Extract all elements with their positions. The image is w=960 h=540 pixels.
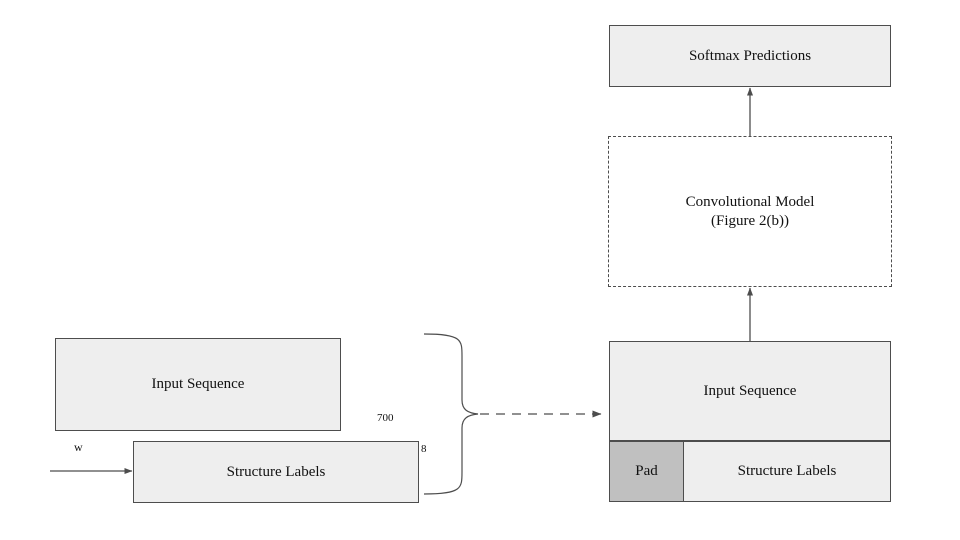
- right-structure-labels-label: Structure Labels: [737, 463, 837, 480]
- right-structure-labels-box: Structure Labels: [683, 441, 891, 502]
- left-input-sequence-label: Input Sequence: [151, 376, 245, 393]
- softmax-predictions-box: Softmax Predictions: [609, 25, 891, 87]
- right-input-sequence-box: Input Sequence: [609, 341, 891, 441]
- softmax-predictions-label: Softmax Predictions: [688, 47, 812, 64]
- pad-label: Pad: [635, 463, 658, 480]
- dim-channels-label: 8: [421, 443, 427, 455]
- curly-brace: [423, 333, 479, 495]
- left-structure-labels-label: Structure Labels: [226, 463, 326, 480]
- right-input-sequence-label: Input Sequence: [703, 382, 797, 399]
- width-w-label: w: [74, 440, 83, 454]
- dim-length-label: 700: [377, 412, 394, 424]
- convolutional-model-box: Convolutional Model (Figure 2(b)): [608, 136, 892, 287]
- pad-box: Pad: [609, 441, 684, 502]
- left-structure-labels-box: Structure Labels: [133, 441, 419, 503]
- convolutional-model-label: Convolutional Model (Figure 2(b)): [685, 193, 815, 229]
- left-input-sequence-box: Input Sequence: [55, 338, 341, 431]
